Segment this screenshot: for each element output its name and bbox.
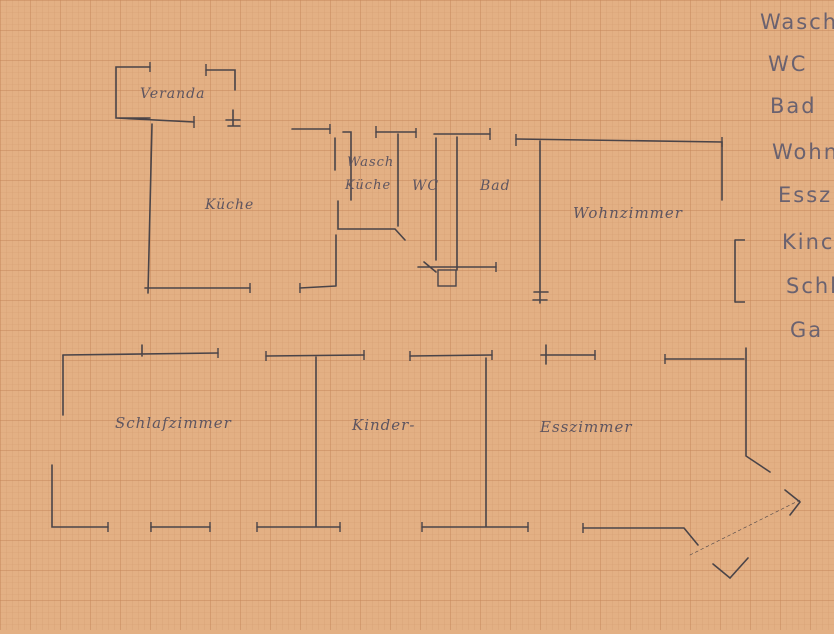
legend-item: Wohn [772, 140, 834, 164]
right-wall [712, 347, 802, 580]
esszimmer-walls [421, 357, 699, 546]
lower-top-walls [62, 344, 745, 365]
toilet-symbol [437, 269, 457, 287]
tick-marks [107, 62, 745, 533]
legend-item: Bad [770, 94, 817, 118]
legend-item: Essz [778, 183, 833, 207]
waschkueche-walls [334, 131, 406, 241]
kinder-walls [256, 356, 341, 528]
room-label-esszimmer: Esszimmer [540, 418, 633, 436]
room-label-wohnzimmer: Wohnzimmer [573, 204, 683, 222]
top-wall-middle [291, 128, 491, 135]
diagonal-hint [689, 499, 801, 556]
room-label-waschkueche-2: Küche [345, 178, 392, 193]
veranda-walls [115, 66, 236, 123]
room-label-kueche: Küche [205, 197, 255, 213]
room-label-waschkueche-1: Wasch [347, 155, 395, 170]
schlafzimmer-walls [51, 354, 211, 528]
legend-item: WC [768, 52, 808, 76]
veranda-step [225, 109, 241, 127]
kitchen-walls [144, 123, 337, 294]
room-label-schlafzimmer: Schlafzimmer [115, 414, 232, 432]
walls [51, 66, 802, 580]
room-label-veranda: Veranda [140, 86, 206, 102]
legend-item: Kinc [782, 230, 834, 254]
room-label-wc: WC [412, 178, 440, 194]
legend-item: Ga [790, 318, 824, 342]
wc-bad-walls [397, 133, 497, 273]
room-label-kinder: Kinder- [352, 416, 416, 434]
legend-item: Schl [786, 274, 834, 298]
room-label-bad: Bad [480, 178, 511, 194]
